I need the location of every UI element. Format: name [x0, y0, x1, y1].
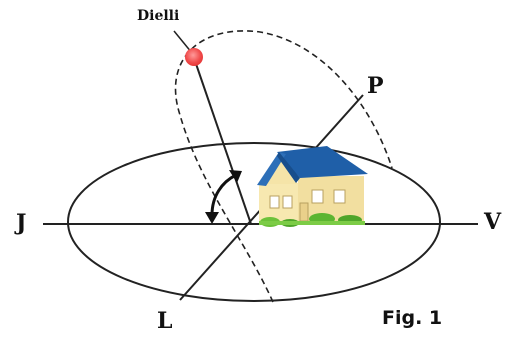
- sun-label-pointer: [173, 30, 193, 54]
- sun-path-dashed: [174, 30, 393, 303]
- west-label: J: [16, 210, 27, 236]
- south-label: L: [157, 308, 173, 334]
- house-icon: [257, 146, 368, 227]
- figure-caption: Fig. 1: [382, 307, 443, 329]
- sun-icon: [185, 48, 203, 66]
- sun-direction-line: [193, 57, 252, 225]
- east-label: V: [484, 209, 502, 235]
- sun-label: Dielli: [137, 8, 180, 24]
- angle-arrow-icon: [205, 170, 242, 224]
- north-label: P: [367, 73, 384, 99]
- horizon-ellipse: [67, 142, 441, 302]
